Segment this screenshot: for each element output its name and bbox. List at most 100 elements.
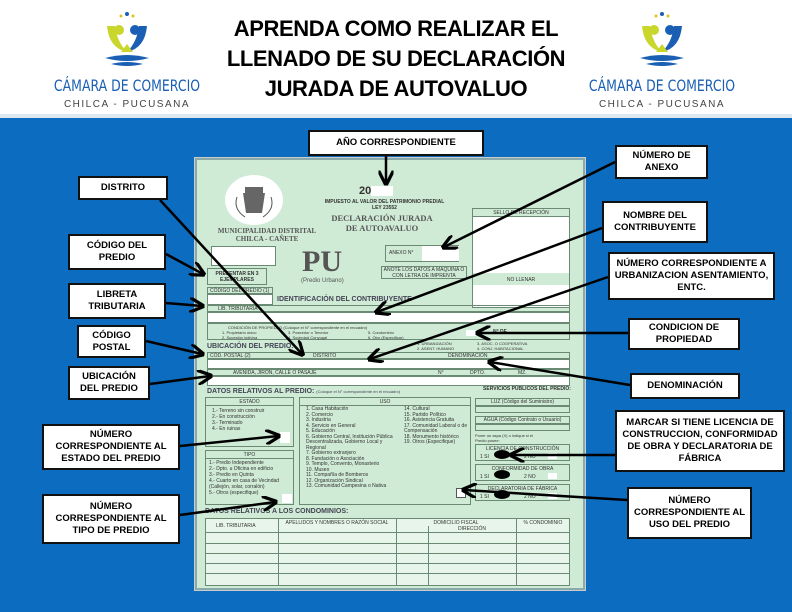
title-line: APRENDA COMO REALIZAR EL [233,16,559,41]
uso-option: 18. Monumento histórico [404,433,459,440]
page-title: APRENDA COMO REALIZAR EL LLENADO DE SU D… [196,14,596,104]
identificacion-heading: IDENTIFICACIÓN DEL CONTRIBUYENTE [277,296,412,303]
uso-option: 4. Servicio en General [306,422,356,429]
logo-subtitle: CHILCA - PUCUSANA [598,99,726,110]
uso-option: 2. Comercio [306,411,333,418]
contribuyente-field[interactable] [207,312,570,323]
uso-option: 8. Fundación o Asociación [306,455,365,462]
anote-note: ANOTE LOS DATOS A MAQUINA O CON LETRA DE… [381,266,467,279]
tipo-option: 1.- Predio Independiente [209,460,264,466]
header: CÁMARA DE COMERCIO CHILCA - PUCUSANA APR… [0,0,792,118]
callout-tipo: NÚMERO CORRESPONDIENTE AL TIPO DE PREDIO [42,494,180,544]
callout-codigo-predio: CÓDIGO DEL PREDIO [68,234,166,270]
uso-option: 5. Educación [306,428,335,434]
estado-input[interactable] [280,432,290,443]
sello-box: SELLO DE RECEPCIÓN NO LLENAR [472,208,570,308]
postal-row: CÓD. POSTAL (2) DISTRITO DENOMINACIÓN [207,352,570,359]
address-row: AVENIDA, JIRÓN, CALLE O PASAJE N° DPTO. … [207,369,570,376]
servicios-heading: SERVICIOS PÚBLICOS DEL PREDIO: [483,386,571,392]
uso-input[interactable] [456,488,466,498]
servicios-box: LUZ (Código del Suministro) AGUA (Código… [475,398,570,501]
conformidad-mark-icon [494,470,510,479]
chamber-logo-icon [640,12,684,66]
pu-subtitle: (Predio Urbano) [301,278,344,284]
title-line: JURADA DE AUTOVALUO [264,76,528,101]
datos-predio-heading: DATOS RELATIVOS AL PREDIO: (Coloque el N… [207,388,401,395]
agua-field[interactable] [475,424,570,431]
tipo-input[interactable] [282,494,292,503]
logo-left: CÁMARA DE COMERCIO CHILCA - PUCUSANA [52,4,202,114]
condicion-row: CONDICIÓN DE PROPIEDAD (Coloque el N° co… [207,323,570,340]
pu-label: PU [302,245,342,278]
condominios-heading: DATOS RELATIVOS A LOS CONDOMINIOS: [205,508,349,515]
uso-option: 14. Cultural [404,406,430,412]
tipo-option: 5.- Otros (especifique) [209,490,259,496]
year-field[interactable]: 20 [359,185,394,197]
ubicacion-heading: UBICACIÓN DEL PREDIO: [207,343,294,350]
callout-codigo-postal: CÓDIGO POSTAL [77,325,146,358]
tipo-option: 4.- Cuarto en casa de Vecindad (Callejón… [209,478,280,490]
callout-contribuyente: NOMBRE DEL CONTRIBUYENTE [602,201,708,243]
uso-option: 19. Otros (Especifique) [404,439,456,445]
uso-option: 16. Asistencia Gratuita [404,417,455,423]
urb-option: 2. ASENT. HUMANO [417,346,455,351]
codigo-predio-label: CÓDIGO DEL PREDIO (1) [207,287,273,294]
postal-fields[interactable] [207,359,570,369]
tax-label: IMPUESTO AL VALOR DEL PATRIMONIO PREDIAL… [324,199,445,211]
uso-option: 15. Partido Político [404,411,446,418]
uso-option: 9. Templo, Convento, Monasterio [306,461,380,467]
callout-anexo: NÚMERO DE ANEXO [615,145,708,179]
uso-option: 13. Comunidad Campesina o Nativa [306,483,387,489]
uso-option: 10. Museo [306,466,330,473]
callout-ano: AÑO CORRESPONDIENTE [308,130,484,156]
urb-option: 4. CONJ. HABITACIONAL [477,346,524,351]
licencia-mark-icon [494,450,510,459]
luz-field[interactable] [475,406,570,413]
blank-box [211,246,276,266]
anexo-field[interactable]: ANEXO N° [385,245,459,262]
uso-option: 7. Gobierno extranjero [306,450,356,456]
presentar-note: PRESENTAR EN 3 EJEMPLARES [207,268,267,285]
condominios-table: LIB. TRIBUTARIA APELLIDOS Y NOMBRES O RA… [205,518,570,586]
estado-box: ESTADO 1.- Terreno sin construir 2.- En … [205,397,294,447]
arrow-codigo-postal [145,339,202,354]
lib-tributaria-label: LIB. TRIBUTARIA [207,305,570,312]
uso-option: 1. Casa Habitación [306,406,349,412]
callout-denominacion: DENOMINACIÓN [630,373,740,399]
title-line: LLENADO DE SU DECLARACIÓN [226,46,566,71]
uso-option: 3. Industria [306,417,331,423]
callout-distrito: DISTRITO [78,176,168,200]
logo-name: CÁMARA DE COMERCIO [53,76,201,95]
uso-option: 17. Comunidad Laboral o de Compensación [404,422,468,434]
callout-ubicacion: UBICACIÓN DEL PREDIO [68,366,150,400]
logo-name: CÁMARA DE COMERCIO [588,76,736,95]
tipo-list: 1.- Predio Independiente 2.- Dpto. u Ofi… [209,460,293,496]
tipo-option: 2.- Dpto. u Oficina en edificio [209,466,274,472]
logo-subtitle: CHILCA - PUCUSANA [63,99,191,110]
declaratoria-mark-icon [494,490,510,499]
uso-option: 12. Organización Sindical [306,477,363,484]
callout-estado: NÚMERO CORRESPONDIENTE AL ESTADO DEL PRE… [42,424,180,470]
callout-licencia: MARCAR SI TIENE LICENCIA DE CONSTRUCCION… [615,410,785,472]
municipal-seal-icon [225,175,283,225]
logo-right: CÁMARA DE COMERCIO CHILCA - PUCUSANA [587,4,737,114]
tipo-option: 3.- Predio en Quinta [209,472,254,478]
chamber-logo-icon [105,12,149,66]
callout-libreta: LIBRETA TRIBUTARIA [68,283,166,319]
uso-option: 11. Compañía de Bomberos [306,472,369,478]
callout-urbanizacion: NÚMERO CORRESPONDIENTE A URBANIZACION AS… [608,252,775,300]
codigo-predio-field[interactable] [207,294,273,305]
callout-condicion: CONDICION DE PROPIEDAD [628,318,740,350]
uso-option: 6. Gobierno Central, Institución Pública… [306,433,393,451]
address-fields[interactable] [207,376,570,386]
tipo-box: TIPO 1.- Predio Independiente 2.- Dpto. … [205,450,294,505]
condicion-box[interactable] [466,330,477,336]
callout-uso: NÚMERO CORRESPONDIENTE AL USO DEL PREDIO [627,487,752,539]
